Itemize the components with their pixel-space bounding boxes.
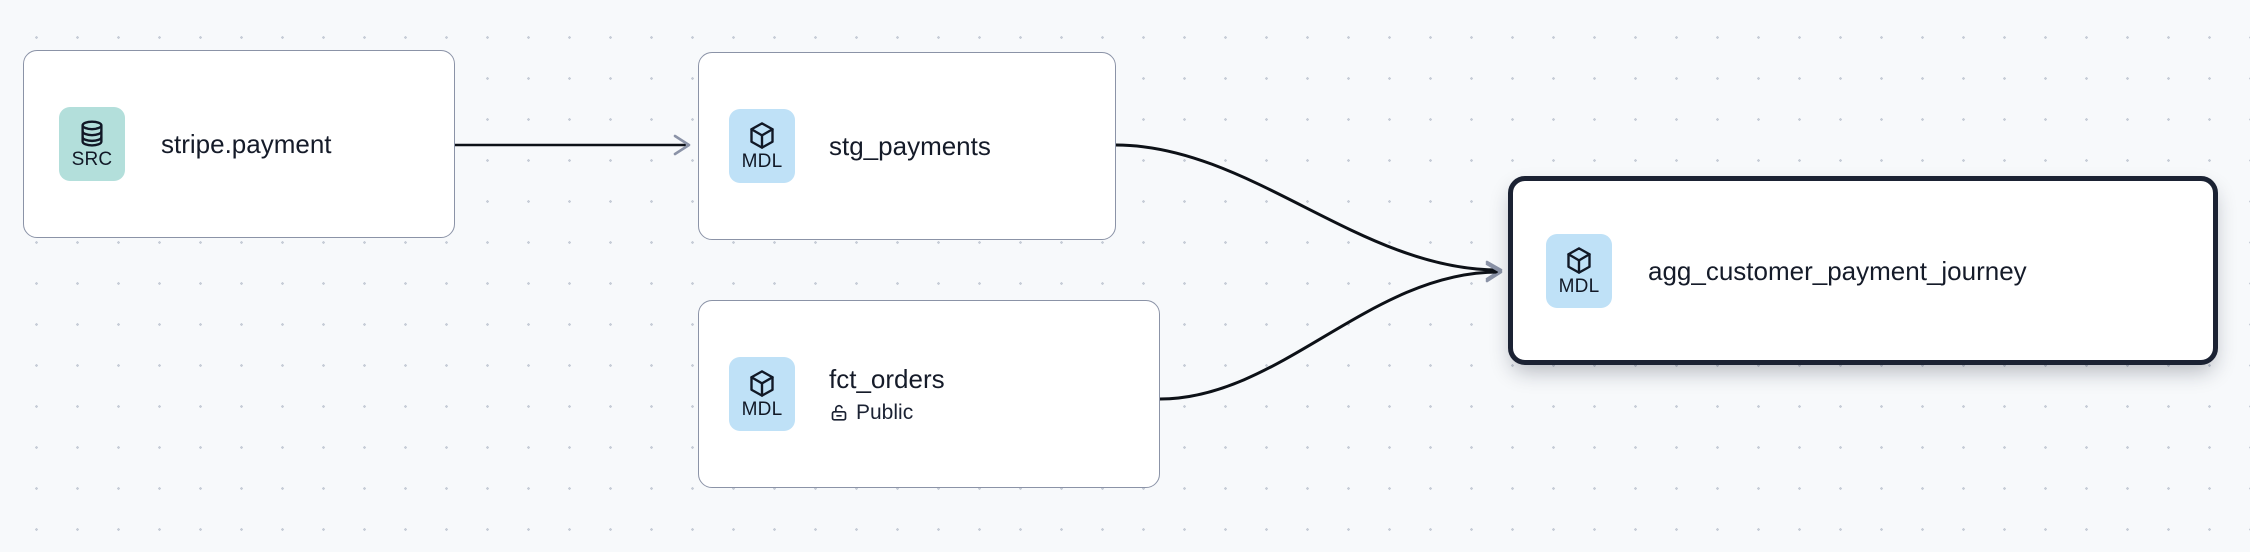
node-body: stg_payments [829,131,991,161]
arrowhead-icon [1485,260,1503,281]
node-type-badge-mdl: MDL [729,357,795,431]
node-visibility-badge: Public [829,401,945,425]
node-body: fct_orders Public [829,364,945,425]
cube-icon [750,370,774,397]
node-type-badge-mdl: MDL [729,109,795,183]
node-type-badge-mdl: MDL [1546,233,1612,308]
node-title: fct_orders [829,363,945,394]
node-type-badge-src: SRC [59,107,125,181]
node-title: agg_customer_payment_journey [1648,255,2027,286]
node-type-label: MDL [741,399,783,420]
node-type-label: MDL [1558,275,1600,297]
node-type-label: MDL [741,151,783,172]
database-icon [81,120,103,147]
arrowhead-icon [673,134,691,156]
edge-stg-to-agg [1115,143,1503,281]
unlock-icon [831,404,847,421]
lineage-node-fct-orders[interactable]: MDL fct_orders Public [698,300,1160,488]
cube-icon [1567,246,1591,274]
node-visibility-label: Public [856,400,914,424]
node-body: agg_customer_payment_journey [1648,256,2027,286]
arrowhead-icon [1485,262,1503,283]
edge-stripe-to-stg [455,134,691,156]
node-type-label: SRC [71,149,113,170]
node-body: stripe.payment [161,129,332,159]
lineage-node-stripe-payment[interactable]: SRC stripe.payment [23,50,455,238]
cube-icon [750,122,774,149]
edge-fct-to-agg [1159,262,1503,401]
node-title: stripe.payment [161,129,332,159]
lineage-node-agg-customer-payment-journey[interactable]: MDL agg_customer_payment_journey [1508,176,2218,365]
node-title: stg_payments [829,131,991,161]
lineage-node-stg-payments[interactable]: MDL stg_payments [698,52,1116,240]
